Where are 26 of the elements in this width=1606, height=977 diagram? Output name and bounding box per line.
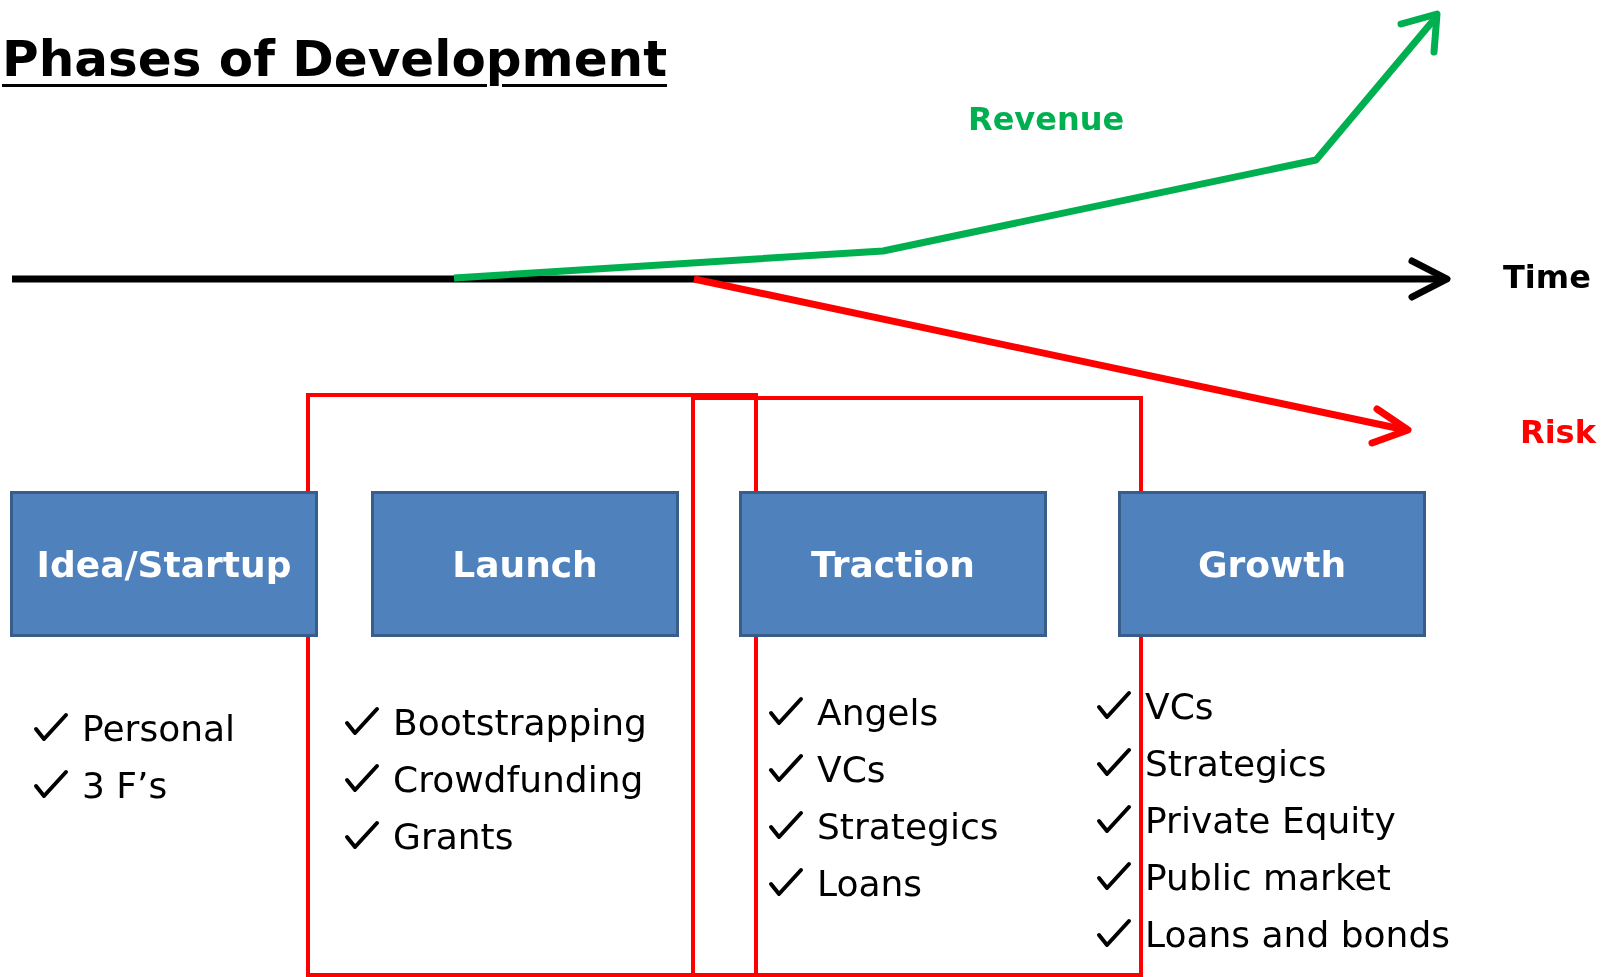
phase-title: Growth — [1197, 543, 1347, 585]
series-label: Risk — [1520, 413, 1596, 451]
funding-source: 3 F’s — [82, 764, 168, 808]
funding-source: Angels — [817, 691, 939, 735]
funding-source: Private Equity — [1145, 799, 1396, 843]
funding-source: Loans — [817, 862, 923, 906]
phase-box — [1118, 491, 1426, 637]
phase-title: Launch — [452, 543, 598, 585]
phase-title: Traction — [811, 543, 975, 585]
phase-box — [371, 491, 679, 637]
funding-source: VCs — [1145, 685, 1214, 729]
funding-source: Strategics — [1145, 742, 1327, 786]
phase-box — [10, 491, 318, 637]
title: Phases of Development — [2, 30, 668, 88]
axis-label: Time — [1503, 258, 1591, 296]
funding-source: Loans and bonds — [1145, 913, 1450, 957]
funding-source: Grants — [393, 815, 514, 859]
funding-source: VCs — [817, 748, 886, 792]
funding-source: Crowdfunding — [393, 758, 644, 802]
funding-source: Public market — [1145, 856, 1391, 900]
series-label: Revenue — [968, 100, 1125, 138]
funding-source: Bootstrapping — [393, 701, 647, 745]
phase-box — [739, 491, 1047, 637]
phase-title: Idea/Startup — [36, 543, 292, 585]
funding-source: Strategics — [817, 805, 999, 849]
funding-source: Personal — [82, 707, 236, 751]
